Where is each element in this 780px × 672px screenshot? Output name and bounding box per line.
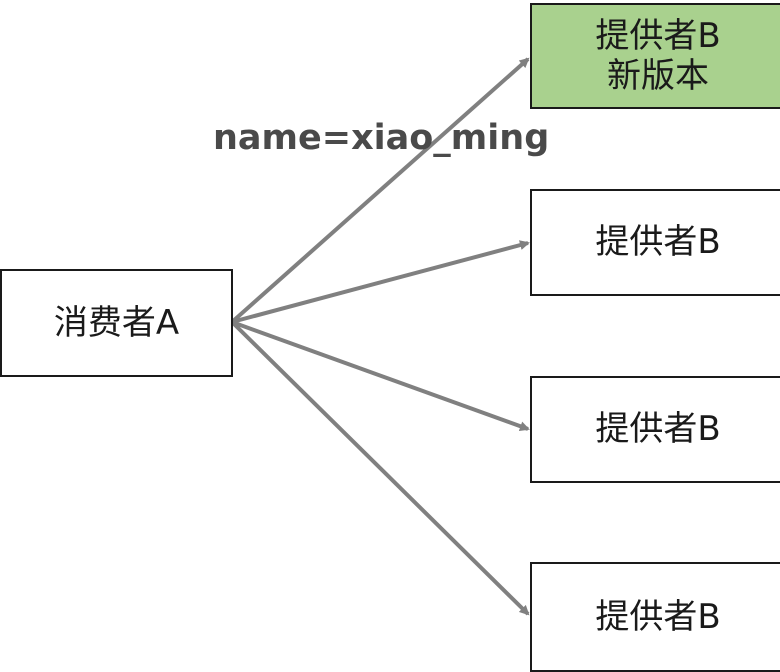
provider-box-2: 提供者B	[530, 189, 780, 296]
arrow-to-provider-2	[231, 240, 530, 324]
provider-label: 提供者B	[595, 15, 721, 56]
provider-label: 提供者B	[595, 596, 721, 637]
provider-box-4: 提供者B	[530, 562, 780, 672]
arrow-to-provider-4	[230, 320, 530, 616]
arrow-to-provider-1	[230, 57, 530, 324]
consumer-box: 消费者A	[0, 269, 233, 377]
provider-label: 提供者B	[595, 409, 721, 450]
consumer-label: 消费者A	[53, 302, 180, 343]
provider-box-new-version: 提供者B 新版本	[530, 3, 780, 109]
arrow-to-provider-3	[231, 320, 530, 431]
routing-tag-label: name=xiao_ming	[213, 118, 550, 158]
provider-version-label: 新版本	[607, 56, 709, 96]
provider-label: 提供者B	[595, 222, 721, 263]
provider-box-3: 提供者B	[530, 376, 780, 483]
